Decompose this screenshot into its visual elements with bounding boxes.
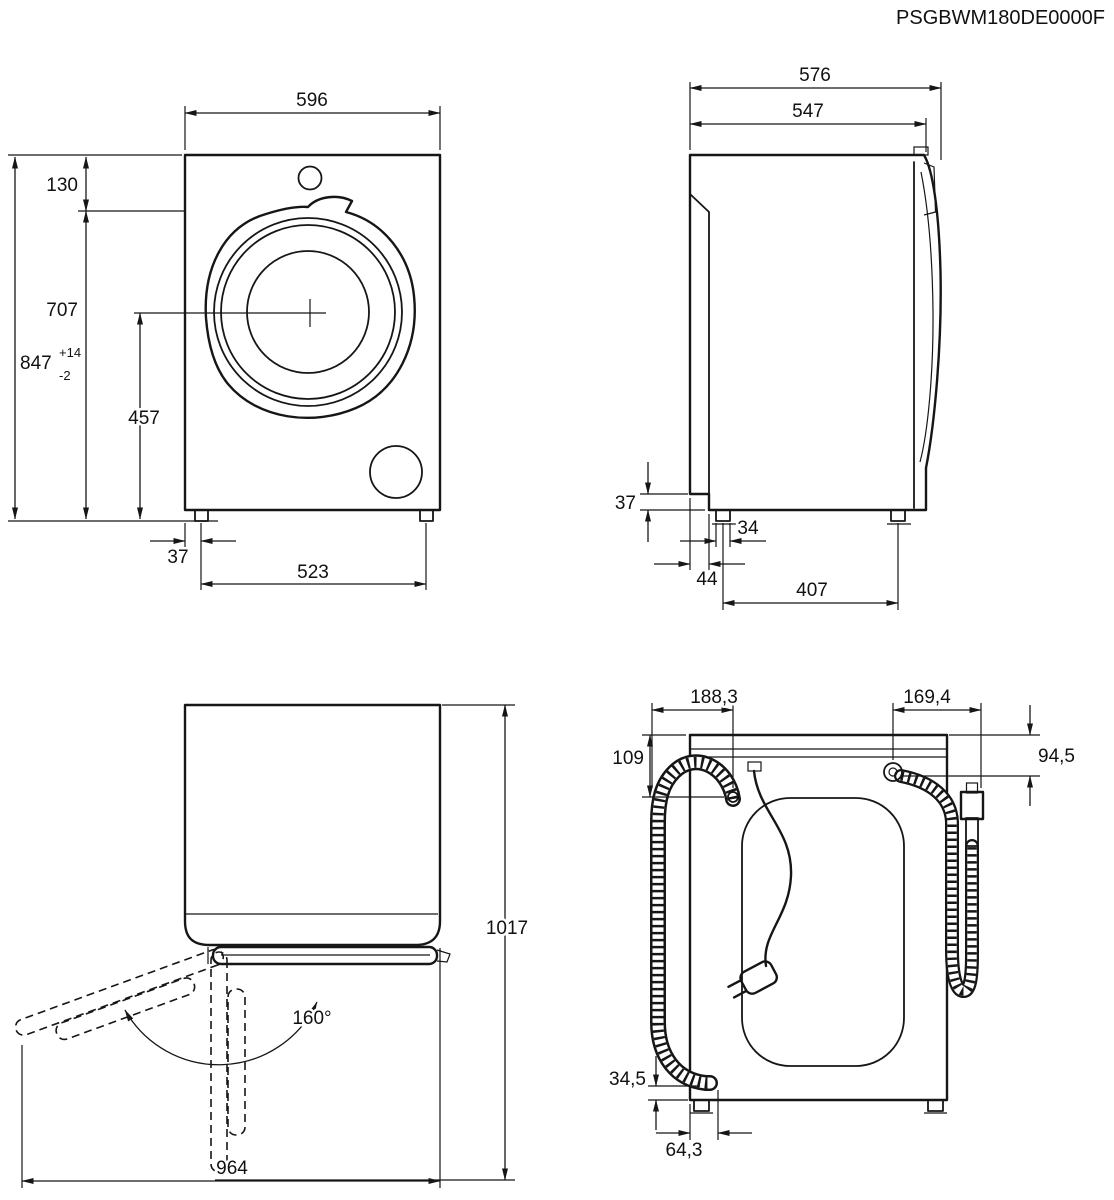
dim-front-foot-inset: 37 [167,547,188,568]
dim-side-feet-spacing: 407 [796,580,828,601]
dim-side-rear-panel: 37 [615,493,636,514]
dim-rear-drain-end-y: 34,5 [609,1069,646,1090]
pump-filter-door [369,445,423,499]
front-view-dimensions: 596 847 +14 -2 130 707 457 37 523 [8,88,441,590]
dim-side-depth-housing: 547 [792,101,824,122]
dim-rear-inlet-y: 94,5 [1038,746,1075,767]
door-swing-dimensions: 1017 964 [21,704,531,1188]
dim-front-door-to-floor: 707 [46,300,78,321]
dim-rear-drain-end-x: 64,3 [666,1140,703,1161]
program-knob [297,165,323,191]
side-view-machine [688,146,942,525]
dim-side-depth-total: 576 [799,65,831,86]
door-position-160deg [14,948,225,1041]
side-panel-bracket [923,162,937,216]
dim-door-open-angle: 160° [292,1008,331,1029]
rear-view-dimensions: 188,3 169,4 109 94,5 34,5 64,3 [607,685,1078,1164]
side-view-dimensions: 576 547 37 34 44 407 [612,63,942,610]
dim-front-door-centre: 457 [128,408,160,429]
door-ring-outer [213,217,403,407]
side-door-inner-edge [919,171,934,463]
door-swing-view: 160° 1017 964 [14,703,531,1188]
side-rear-panel [689,193,710,495]
dim-front-width: 596 [296,90,328,111]
side-view: 576 547 37 34 44 407 [612,63,942,610]
swing-cabinet [183,703,442,947]
door-swing-machine: 160° [14,703,451,1173]
power-cord [727,761,793,999]
side-silhouette [688,153,942,512]
drain-hose [650,754,741,1091]
dim-door-open-height: 1017 [486,918,528,939]
power-plug [727,960,779,999]
inlet-hose [883,762,985,999]
door-latch [436,949,451,963]
dim-door-open-depth: 964 [216,1158,248,1179]
cord-grommet [747,761,762,772]
inlet-connector-tip [965,782,979,794]
front-cabinet [183,153,442,512]
door-ring-mid [220,224,396,400]
dim-rear-drain-y: 109 [612,748,644,769]
rear-view-machine [650,733,985,1114]
dim-front-top-to-door: 130 [46,175,78,196]
front-foot-right [419,509,434,522]
drain-outlet [727,791,739,803]
dim-side-rear-recess: 44 [696,569,718,590]
rear-view: 188,3 169,4 109 94,5 34,5 64,3 [607,685,1078,1164]
dim-front-height-tol-minus: -2 [59,368,71,383]
door-open-flat [211,945,439,966]
dim-front-height-tol-plus: +14 [59,345,81,360]
door-glass [246,250,370,374]
side-foot-rear [715,509,731,522]
inlet-connector-nut [959,790,985,821]
dim-front-feet-spacing: 523 [297,562,329,583]
door-swing-arc [124,1001,318,1066]
dim-side-foot-width: 34 [737,518,759,539]
rear-foot-left [693,1099,710,1112]
door-position-90deg [210,951,246,1173]
dim-front-height: 847 [20,353,52,374]
door-seal-outline [204,195,416,419]
side-top-tab [913,146,929,156]
front-foot-left [194,509,209,522]
drawing-code: PSGBWM180DE0000F [896,7,1105,29]
dim-rear-drain-x: 188,3 [690,687,738,708]
front-view-machine [183,153,442,522]
dim-rear-inlet-x: 169,4 [903,687,951,708]
inlet-valve [883,762,903,782]
front-view: 596 847 +14 -2 130 707 457 37 523 [8,88,442,590]
rear-foot-right [927,1099,944,1112]
side-foot-front [890,509,906,522]
rear-panel [741,797,905,1067]
